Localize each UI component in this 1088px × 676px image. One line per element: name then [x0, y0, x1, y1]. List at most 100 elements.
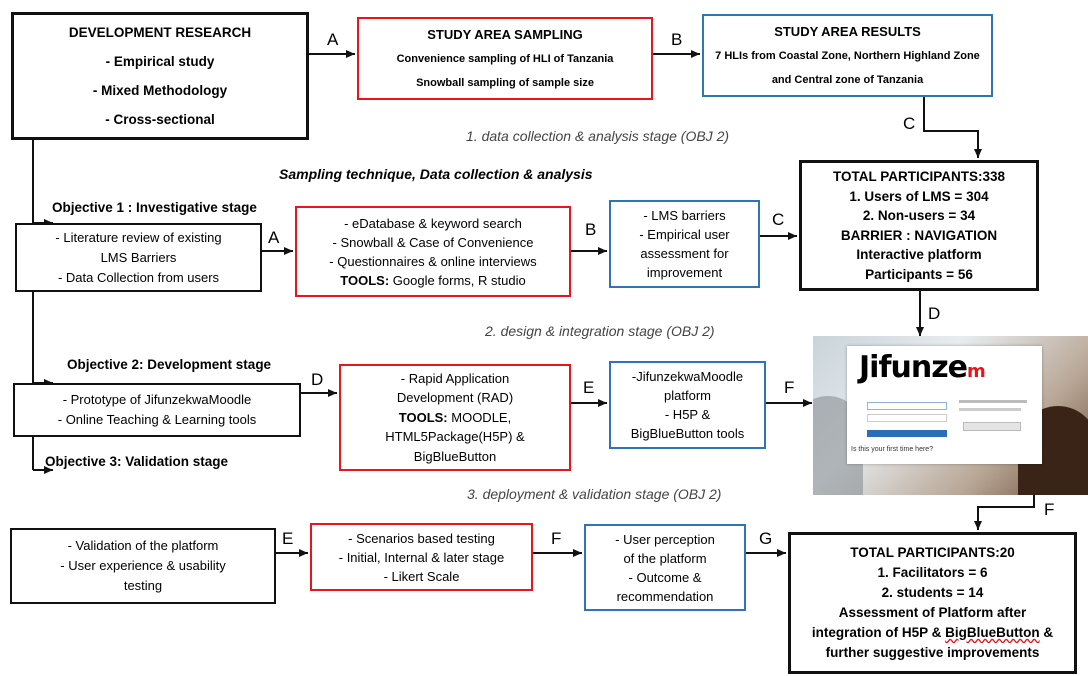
arrow-f-down: [974, 495, 1035, 530]
logo-tail: m: [967, 361, 986, 382]
obj1-result-3: assessment for: [640, 246, 729, 261]
screenshot-username-field: [867, 402, 947, 410]
obj3-result-1: - User perception: [615, 531, 715, 547]
dev-research-item-3: - Cross-sectional: [105, 112, 215, 127]
sampling-heading: Sampling technique, Data collection & an…: [279, 166, 593, 182]
screenshot-right-text-2: [959, 408, 1021, 411]
obj2-result-3: - H5P &: [664, 407, 711, 422]
obj2-box-line-2: - Online Teaching & Learning tools: [57, 412, 257, 427]
obj2-result-1: -JifunzekwaMoodle: [631, 369, 744, 384]
obj2-tools: TOOLS: MOODLE,: [399, 408, 511, 428]
study-sampling-line-2: Snowball sampling of sample size: [416, 76, 594, 89]
total2-facilitators: 1. Facilitators = 6: [877, 565, 988, 580]
obj1-result-2: - Empirical user: [639, 227, 730, 242]
study-sampling-line-1: Convenience sampling of HLI of Tanzania: [396, 52, 614, 65]
objective-3-box: - Validation of the platform - User expe…: [10, 528, 276, 604]
screenshot-right-text: [959, 400, 1027, 403]
objective-2-heading: Objective 2: Development stage: [67, 357, 272, 372]
dev-research-item-1: - Empirical study: [105, 54, 215, 69]
obj1-box-line-2: LMS Barriers: [100, 249, 177, 265]
study-area-sampling-box: STUDY AREA SAMPLING Convenience sampling…: [357, 17, 653, 100]
obj1-result-1: - LMS barriers: [643, 208, 726, 223]
stage-2-caption: 2. design & integration stage (OBJ 2): [485, 323, 715, 339]
dev-research-item-2: - Mixed Methodology: [92, 83, 228, 98]
objective-2-result-box: -JifunzekwaMoodle platform - H5P & BigBl…: [609, 361, 766, 449]
stage-3-caption: 3. deployment & validation stage (OBJ 2): [467, 486, 722, 502]
label-f-row3: F: [551, 529, 562, 548]
obj2-method-2: Development (RAD): [396, 390, 514, 406]
obj1-tools: TOOLS: Google forms, R studio: [340, 271, 525, 290]
label-a-top: A: [327, 30, 339, 49]
objective-3-heading: Objective 3: Validation stage: [45, 454, 229, 469]
obj3-box-line-2: - User experience & usability: [60, 558, 226, 573]
total-participants-20-box: TOTAL PARTICIPANTS:20 1. Facilitators = …: [788, 532, 1077, 674]
total1-nonusers: 2. Non-users = 34: [862, 208, 976, 223]
obj1-method-2: - Snowball & Case of Convenience: [332, 234, 534, 250]
total2-integration-c: &: [1039, 625, 1054, 640]
obj3-method-2: - Initial, Internal & later stage: [338, 549, 505, 565]
obj3-box-line-3: testing: [123, 578, 163, 593]
label-a-row1: A: [268, 228, 280, 247]
total1-participants: Participants = 56: [865, 266, 973, 282]
dev-research-title: DEVELOPMENT RESEARCH: [68, 25, 252, 40]
obj3-method-3: - Likert Scale: [383, 568, 460, 584]
obj2-box-line-1: - Prototype of JifunzekwaMoodle: [62, 392, 252, 407]
obj2-method-1: - Rapid Application: [400, 370, 510, 386]
objective-3-result-box: - User perception of the platform - Outc…: [584, 524, 746, 611]
obj3-box-line-1: - Validation of the platform: [67, 538, 219, 553]
stage-1-caption: 1. data collection & analysis stage (OBJ…: [466, 128, 730, 144]
total2-title: TOTAL PARTICIPANTS:20: [850, 545, 1015, 560]
objective-1-box: - Literature review of existing LMS Barr…: [15, 223, 262, 292]
obj2-tools-text: MOODLE,: [447, 409, 512, 425]
objective-2-methods-box: - Rapid Application Development (RAD) TO…: [339, 364, 571, 471]
total2-integration: integration of H5P & BigBlueButton &: [812, 623, 1053, 643]
obj1-result-4: improvement: [646, 265, 723, 280]
total-participants-338-box: TOTAL PARTICIPANTS:338 1. Users of LMS =…: [799, 160, 1039, 291]
objective-1-methods-box: - eDatabase & keyword search - Snowball …: [295, 206, 571, 297]
objective-3-methods-box: - Scenarios based testing - Initial, Int…: [310, 523, 533, 591]
obj2-result-2: platform: [664, 388, 711, 403]
obj1-method-3: - Questionnaires & online interviews: [329, 253, 537, 269]
total1-barrier: BARRIER : NAVIGATION: [840, 227, 998, 243]
total2-assessment: Assessment of Platform after: [838, 605, 1027, 620]
obj1-box-line-1: - Literature review of existing: [55, 229, 222, 245]
label-d-down: D: [928, 304, 941, 323]
obj3-method-1: - Scenarios based testing: [348, 530, 495, 546]
screenshot-logo: Jifunzem: [859, 350, 986, 385]
obj2-method-4: HTML5Package(H5P) &: [385, 429, 525, 445]
logo-main: Jifunze: [859, 350, 968, 385]
obj3-result-2: of the platform: [623, 550, 707, 566]
obj3-result-3: - Outcome &: [628, 569, 702, 585]
label-d-row2: D: [311, 370, 324, 389]
label-b-top: B: [671, 30, 683, 49]
study-area-results-box: STUDY AREA RESULTS 7 HLIs from Coastal Z…: [702, 14, 993, 97]
obj1-box-line-3: - Data Collection from users: [57, 269, 220, 285]
screenshot-password-field: [867, 414, 947, 422]
obj3-result-4: recommendation: [616, 588, 714, 604]
study-results-line-1: 7 HLIs from Coastal Zone, Northern Highl…: [715, 49, 980, 62]
total1-title: TOTAL PARTICIPANTS:338: [832, 169, 1006, 184]
screenshot-question: Is this your first time here?: [851, 446, 934, 453]
obj2-result-4: BigBlueButton tools: [630, 426, 745, 441]
study-results-title: STUDY AREA RESULTS: [774, 23, 921, 39]
obj2-tools-label: TOOLS:: [398, 409, 448, 425]
label-c-row1: C: [772, 210, 785, 229]
objective-1-heading: Objective 1 : Investigative stage: [52, 200, 257, 215]
study-sampling-title: STUDY AREA SAMPLING: [427, 26, 583, 42]
obj2-method-5: BigBlueButton: [413, 448, 497, 464]
arrow-c-top: [923, 97, 982, 158]
screenshot-right-button: [963, 422, 1021, 431]
label-e-row3: E: [282, 529, 294, 548]
total1-users: 1. Users of LMS = 304: [849, 188, 989, 204]
total1-interactive: Interactive platform: [856, 247, 982, 262]
screenshot-login-panel: Jifunzem Is this your first time here?: [847, 346, 1042, 464]
total2-students: 2. students = 14: [881, 585, 984, 600]
screenshot-login-button: [867, 430, 947, 437]
label-g-row3: G: [759, 529, 773, 548]
label-e-row2: E: [583, 378, 595, 397]
obj1-tools-text: Google forms, R studio: [389, 272, 526, 288]
label-f-down: F: [1044, 500, 1055, 519]
objective-2-box: - Prototype of JifunzekwaMoodle - Online…: [13, 383, 301, 437]
study-results-line-2: and Central zone of Tanzania: [771, 73, 924, 86]
